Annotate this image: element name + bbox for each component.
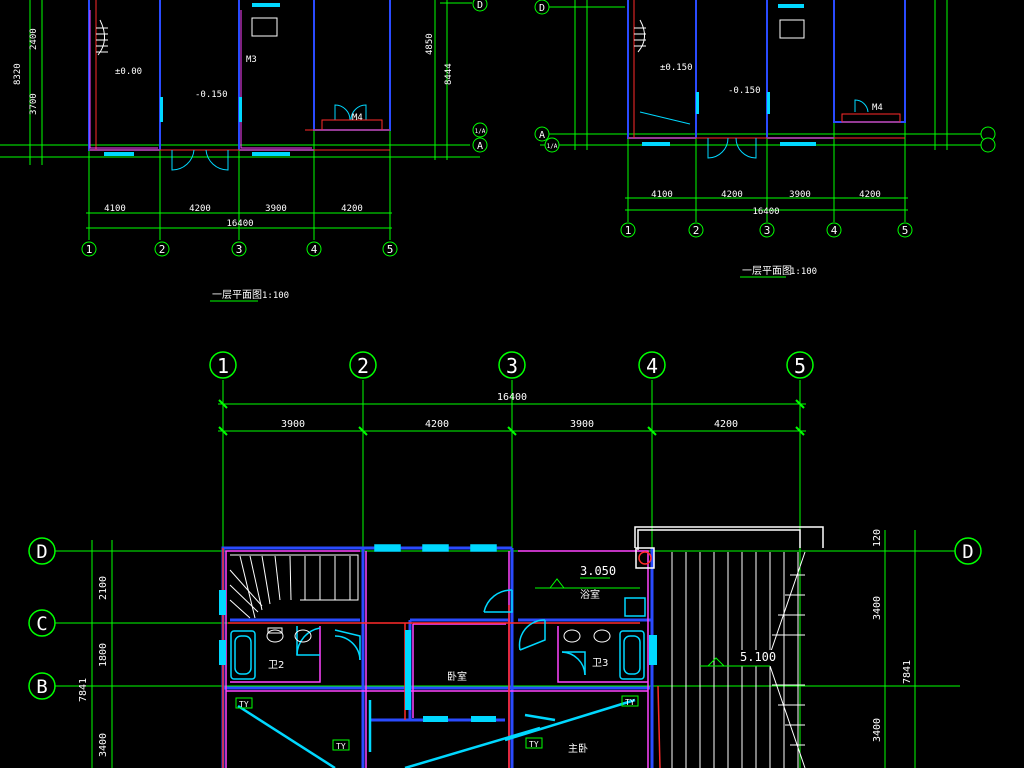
ur-axis-2: 2 [693,224,700,237]
ur-dim-total: 16400 [752,207,779,217]
ul-plan-scale: 1:100 [262,291,289,301]
room-bath: 浴室 [580,588,600,601]
main-left-dim-1: 2100 [98,576,109,600]
ur-axis-1a: 1/A [547,143,558,150]
ur-plan-title: 一层平面图 [742,265,792,277]
main-ty-2: TY [625,698,635,707]
room-bath-3: 卫3 [592,658,608,669]
main-axis-2: 2 [357,354,369,378]
ul-elev-1: ±0.00 [115,67,142,77]
ur-door-m4: M4 [872,103,883,113]
upper-left-floor-plan: 4100 4200 3900 4200 16400 M3 M4 ±0.00 -0… [0,0,488,302]
room-bath-2: 卫2 [268,660,284,671]
ul-dim-total: 16400 [226,219,253,229]
ul-dim-1: 4100 [104,204,126,214]
upper-right-floor-plan: 4100 4200 3900 4200 16400 M4 ±0.150 -0.1… [534,0,996,278]
ul-side-dim-1: 2400 [29,28,39,50]
ul-dim-2: 4200 [189,204,211,214]
ul-axis-2: 2 [159,243,166,256]
ul-side-dim-2: 3700 [29,93,39,115]
main-left-dim-4: 3400 [98,733,109,757]
ur-axis-5: 5 [902,224,909,237]
main-axis-d: D [36,541,47,563]
main-right-dim-1: 120 [872,529,883,547]
ul-axis-5: 5 [387,243,394,256]
main-right-dim-3: 7841 [902,660,913,684]
ul-axis-4: 4 [311,243,318,256]
main-ty-1: TY [239,700,249,709]
ul-axis-d: D [477,0,483,11]
ur-dim-2: 4200 [721,190,743,200]
ur-elev-2: -0.150 [728,86,761,96]
ul-elev-2: -0.150 [195,90,228,100]
ur-axis-a: A [539,130,545,141]
main-dim-4: 4200 [714,419,738,430]
main-left-dim-3: 7841 [78,678,89,702]
ul-axis-1: 1 [86,243,93,256]
ur-axis-d: D [539,3,545,14]
ul-side-dim-5: 8444 [444,63,454,85]
main-axis-4: 4 [646,354,658,378]
room-bedroom: 卧室 [447,670,467,683]
ul-door-m4: M4 [352,113,363,123]
main-axis-b: B [36,676,47,698]
main-axis-1: 1 [217,354,229,378]
staircase [229,554,359,619]
ul-side-dim-3: 8320 [13,63,23,85]
main-left-dim-2: 1800 [98,643,109,667]
ul-side-dim-4: 4850 [425,33,435,55]
main-dim-3: 3900 [570,419,594,430]
main-axis-d-right: D [962,541,973,563]
main-dim-total: 16400 [497,392,527,403]
ul-door-m3: M3 [246,55,257,65]
ul-dim-3: 3900 [265,204,287,214]
ul-axis-1a: 1/A [475,128,486,135]
main-ty-4: TY [529,740,539,749]
ur-elev-1: ±0.150 [660,63,693,73]
ur-dim-3: 3900 [789,190,811,200]
main-right-dim-4: 3400 [872,718,883,742]
main-elev-a: 3.050 [580,564,616,578]
ul-dim-4: 4200 [341,204,363,214]
main-axis-5: 5 [794,354,806,378]
ul-axis-a: A [477,141,483,152]
room-master: 主卧 [568,742,588,755]
main-axis-c: C [36,613,47,635]
ur-axis-3: 3 [764,224,771,237]
main-right-dim-2: 3400 [872,596,883,620]
main-floor-plan: 1 2 3 4 5 D C B D 16400 3900 4200 3900 4… [28,351,982,768]
main-elev-b: 5.100 [740,650,776,664]
ul-plan-title: 一层平面图 [212,289,262,301]
ur-dim-4: 4200 [859,190,881,200]
ul-axis-3: 3 [236,243,243,256]
main-ty-3: TY [336,742,346,751]
main-axis-3: 3 [506,354,518,378]
ur-axis-4: 4 [831,224,838,237]
main-dim-1: 3900 [281,419,305,430]
main-dim-2: 4200 [425,419,449,430]
ur-dim-1: 4100 [651,190,673,200]
ur-plan-scale: 1:100 [790,267,817,277]
ur-axis-1: 1 [625,224,632,237]
